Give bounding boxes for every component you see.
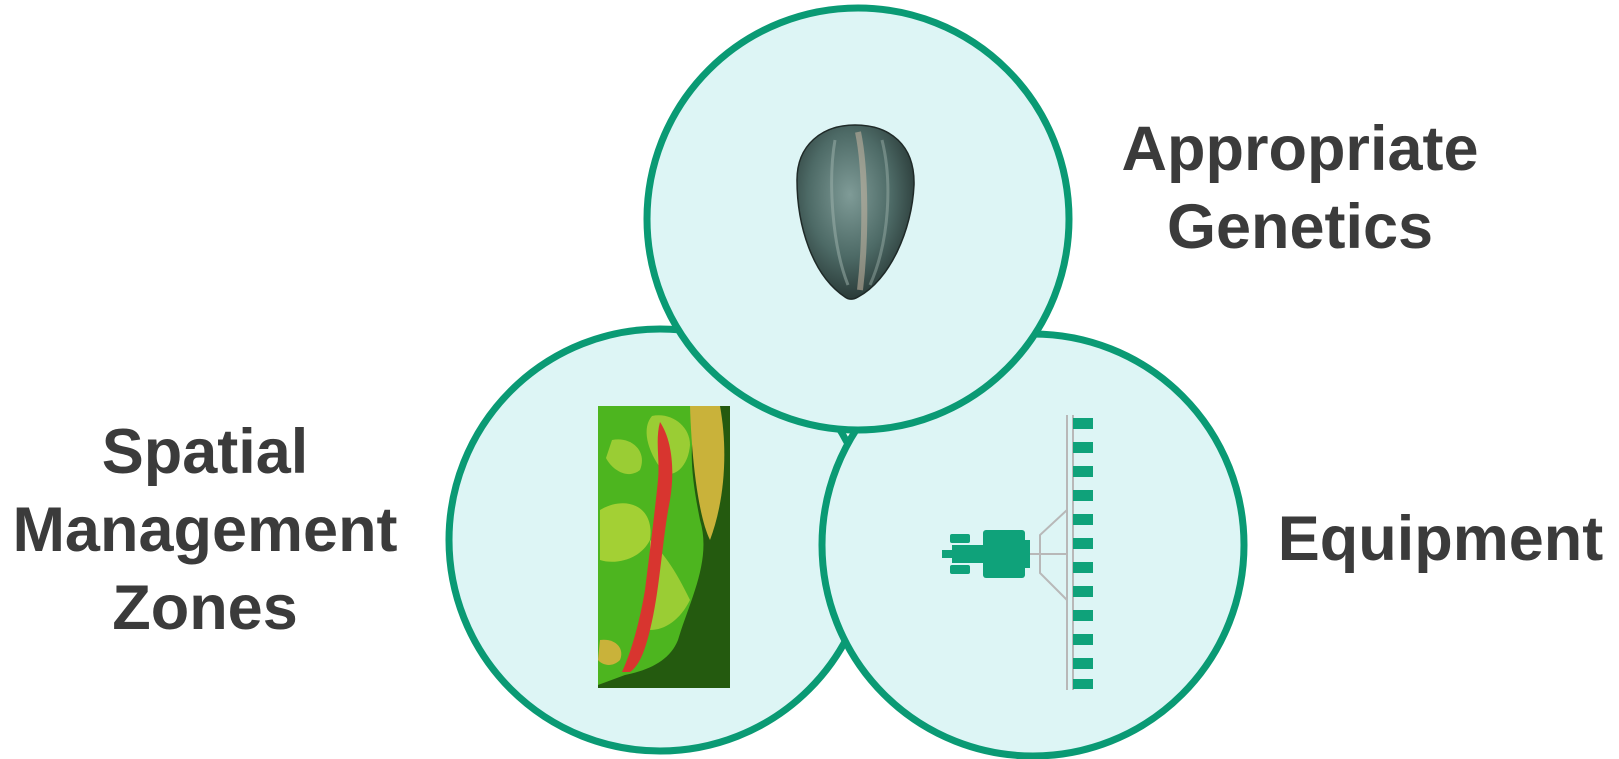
label-line: Equipment: [1262, 500, 1619, 578]
label-appropriate-genetics: Appropriate Genetics: [1110, 110, 1490, 266]
label-line: Management: [0, 491, 410, 569]
label-line: Genetics: [1110, 188, 1490, 266]
label-line: Appropriate: [1110, 110, 1490, 188]
label-line: Zones: [0, 569, 410, 647]
management-zone-map-icon: [598, 406, 730, 688]
label-line: Spatial: [0, 413, 410, 491]
label-equipment: Equipment: [1262, 500, 1619, 578]
label-spatial-management-zones: Spatial Management Zones: [0, 413, 410, 647]
